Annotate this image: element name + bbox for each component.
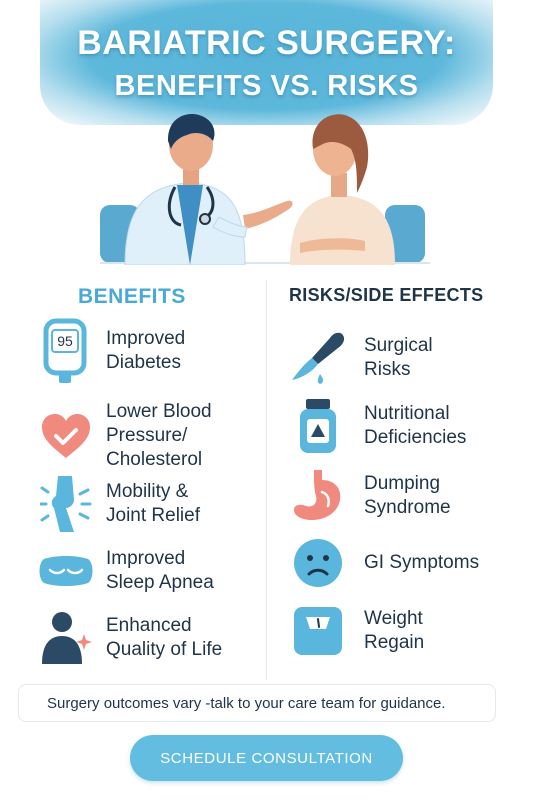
risk-label: Nutritional Deficiencies: [364, 403, 467, 448]
benefit-label: Enhanced Quality of Life: [106, 615, 223, 660]
benefit-label: Improved Diabetes: [106, 328, 186, 373]
risk-item: GI Symptoms: [290, 535, 479, 591]
header-banner: [40, 0, 493, 125]
benefit-label: Improved Sleep Apnea: [106, 548, 214, 593]
knee-joint-icon: [38, 476, 94, 532]
risk-item: Weight Regain: [290, 603, 424, 659]
schedule-consultation-button[interactable]: SCHEDULE CONSULTATION: [130, 735, 403, 781]
risks-heading: RISKS/SIDE EFFECTS: [289, 285, 484, 305]
disclaimer-box: Surgery outcomes vary -talk to your care…: [18, 684, 496, 722]
page-subtitle: BENEFITS VS. RISKS: [114, 70, 419, 102]
benefit-item: Enhanced Quality of Life: [38, 610, 222, 666]
supplement-bottle-icon: [290, 398, 346, 454]
risk-item: Surgical Risks: [290, 330, 433, 386]
stomach-icon: [290, 468, 346, 524]
benefit-label: Mobility & Joint Relief: [106, 481, 200, 526]
sleep-mask-icon: [38, 543, 94, 599]
risk-label: GI Symptoms: [364, 552, 480, 573]
risk-item: Nutritional Deficiencies: [290, 398, 466, 454]
benefits-heading: BENEFITS: [78, 285, 186, 308]
column-divider: [266, 280, 267, 680]
scale-icon: [290, 603, 346, 659]
disclaimer-text: Surgery outcomes vary -talk to your care…: [47, 694, 446, 712]
risk-item: Dumping Syndrome: [290, 468, 451, 524]
risk-label: Surgical Risks: [364, 335, 433, 380]
heart-check-icon: [38, 408, 94, 464]
benefit-item: Lower Blood Pressure/ Cholesterol: [38, 400, 212, 472]
scalpel-icon: [290, 330, 346, 386]
benefit-item: Improved Sleep Apnea: [38, 543, 214, 599]
page-title: BARIATRIC SURGERY:: [77, 24, 456, 62]
nauseous-face-icon: [290, 535, 346, 591]
doctor-patient-illustration: [100, 114, 430, 265]
benefit-item: 95 Improved Diabetes: [38, 318, 186, 383]
glucose-meter-icon: 95: [38, 318, 94, 383]
glucose-reading: 95: [57, 333, 73, 349]
risk-label: Weight Regain: [364, 608, 425, 653]
person-sparkle-icon: [38, 610, 94, 666]
benefit-item: Mobility & Joint Relief: [38, 476, 200, 532]
benefit-label: Lower Blood Pressure/ Cholesterol: [106, 401, 212, 470]
risk-label: Dumping Syndrome: [364, 473, 451, 518]
